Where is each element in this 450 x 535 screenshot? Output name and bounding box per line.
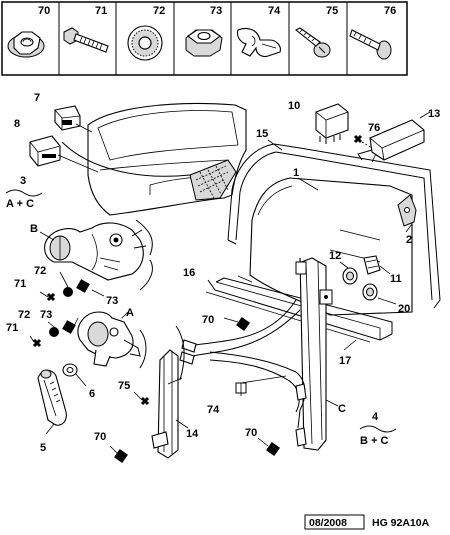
callout-70-rail: 70: [202, 314, 214, 326]
part-76-rivet-marker: [353, 134, 373, 149]
callout-14: 14: [186, 428, 199, 440]
flange-nut-icon: [7, 31, 45, 58]
footer: 08/2008 HG 92A10A: [304, 514, 430, 530]
callout-6: 6: [89, 388, 95, 400]
variant-ref-3: A + C: [5, 189, 43, 210]
parts-11-12-20-guides: [339, 255, 397, 305]
footer-date: 08/2008: [309, 517, 347, 529]
callout-B: B: [30, 223, 38, 235]
part-5-regulator-arm: [37, 369, 67, 435]
callout-73-lower: 73: [40, 309, 52, 321]
hex-nut-icon: [185, 29, 223, 57]
header-part-70: 70: [38, 5, 50, 17]
callout-10: 10: [288, 100, 300, 112]
callout-73-upper: 73: [106, 295, 118, 307]
callout-70-bottom: 70: [245, 427, 257, 439]
callout-3: 3: [20, 175, 26, 187]
plastic-rivet-icon: [349, 29, 392, 60]
callout-15: 15: [256, 128, 268, 140]
callout-76: 76: [368, 122, 380, 134]
header-part-71: 71: [95, 5, 107, 17]
callout-1: 1: [293, 167, 299, 179]
callout-72-lower: 72: [18, 309, 30, 321]
callout-8: 8: [14, 118, 20, 130]
part-6-washer: [62, 363, 87, 387]
callout-75: 75: [118, 380, 130, 392]
fastener-header-table: 70 71 72 73 74 75 76: [1, 1, 408, 76]
callout-12: 12: [329, 250, 341, 262]
callout-17: 17: [339, 355, 351, 367]
part-2-glass-clip: [397, 194, 417, 233]
header-part-76: 76: [384, 5, 396, 17]
part-8-switch-block: [29, 135, 99, 173]
callout-70-bracket: 70: [94, 431, 106, 443]
footer-code: HG 92A10A: [372, 517, 430, 529]
callout-5: 5: [40, 442, 46, 454]
part-7-switch: [54, 105, 93, 133]
part-14-inner-bracket: [151, 349, 189, 459]
fastener-markers: [29, 271, 287, 463]
door-trim-panel: [87, 103, 247, 216]
screw-icon: [294, 27, 331, 58]
callout-71-upper: 71: [14, 278, 26, 290]
callout-72-upper: 72: [34, 265, 46, 277]
part-1-window-glass: [249, 177, 413, 316]
cable-clip-icon: [236, 27, 281, 58]
callout-71-lower: 71: [6, 322, 18, 334]
callout-2: 2: [406, 234, 412, 246]
part-15-window-seal: [227, 139, 441, 309]
callout-16: 16: [183, 267, 195, 279]
header-part-74: 74: [268, 5, 281, 17]
variant-4-ref: B + C: [360, 435, 388, 447]
header-part-72: 72: [153, 5, 165, 17]
callout-7: 7: [34, 92, 40, 104]
part-13-control-module: [357, 111, 431, 163]
callout-11: 11: [390, 273, 402, 285]
callout-labels: 1 2 3 4 5 6 7 8 10 11 12 13 14 15 16 17 …: [6, 92, 440, 454]
callout-20: 20: [398, 303, 410, 315]
header-part-75: 75: [326, 5, 338, 17]
callout-C: C: [338, 403, 346, 415]
variant-3-ref: A + C: [6, 198, 34, 210]
serrated-washer-icon: [127, 25, 163, 61]
part-B-motor: [39, 222, 147, 281]
variant-ref-4: B + C: [359, 425, 397, 447]
callout-13: 13: [428, 108, 440, 120]
callout-74: 74: [207, 404, 220, 416]
hex-bolt-icon: [63, 27, 109, 53]
parts-16-17-door-rails: [205, 275, 393, 351]
callout-4: 4: [372, 411, 379, 423]
part-10-relay: [315, 103, 349, 144]
header-part-73: 73: [210, 5, 222, 17]
callout-A: A: [126, 307, 134, 319]
grouping-arcs: [61, 141, 191, 381]
part-A-motor: [77, 311, 141, 367]
